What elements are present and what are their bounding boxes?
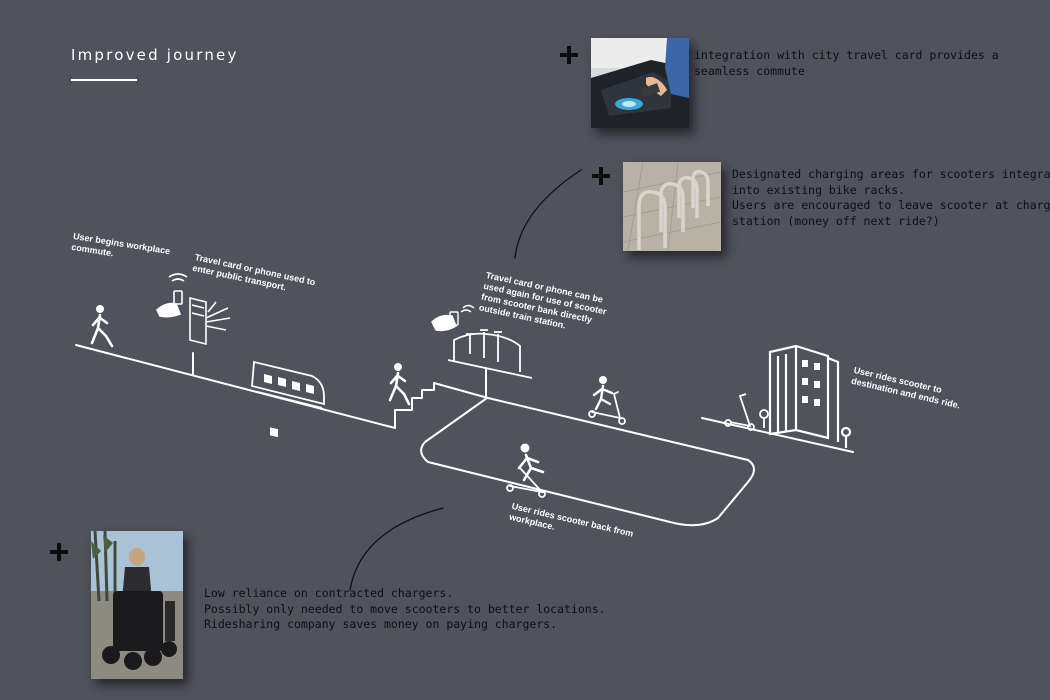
journey-path-outbound [75,344,749,461]
building-icon [768,344,852,448]
turnstile-icon [189,296,231,346]
plus-icon-travel-card [560,46,578,64]
scooter-charger-photo [91,531,183,679]
card-reader-icon-dock [431,304,475,332]
ticket-gate-photo [591,38,689,128]
parked-scooter-icon [724,393,769,431]
scooter-dock-icon [447,329,533,379]
scooter-rider-icon [588,376,626,425]
bike-rack-photo [623,162,721,251]
destination-ground [701,417,854,453]
scooter-rider-icon-loop [506,443,546,498]
page-title: Improved journey [71,46,239,64]
card-reader-icon [156,273,188,318]
plus-icon-charging [592,167,610,185]
chargers-note: Low reliance on contracted chargers. Pos… [204,586,606,631]
plus-icon-chargers [50,543,68,561]
walking-person-icon-stairs [388,363,411,406]
travel-card-note: integration with city travel card provid… [694,48,999,78]
train-icon [251,360,325,438]
charging-note: Designated charging areas for scooters i… [732,167,1050,228]
journey-path-loop [420,397,755,527]
walking-person-icon [90,305,114,348]
title-underline [71,79,137,81]
